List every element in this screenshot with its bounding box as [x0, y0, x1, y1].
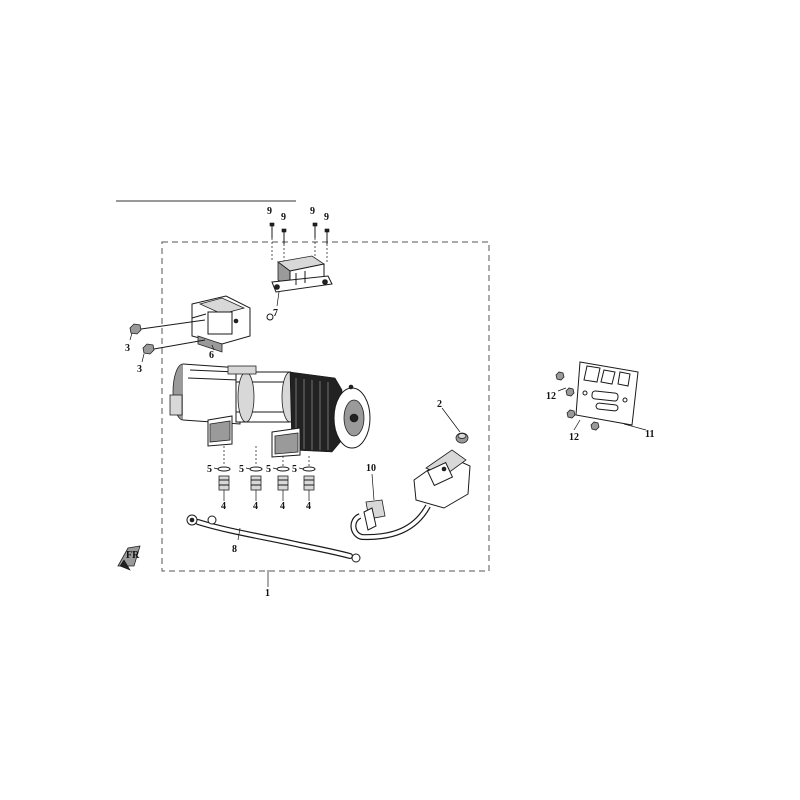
washer-5d	[302, 466, 316, 472]
assembly-boundary	[161, 241, 490, 572]
bolt-set-9	[269, 222, 330, 262]
callout-2: 2	[437, 399, 442, 410]
washer-5c	[276, 466, 290, 472]
bolt-9b	[281, 228, 287, 244]
bracket-6	[191, 295, 274, 353]
bolt-3b	[142, 339, 206, 355]
mount-plate-11	[575, 361, 639, 426]
callout-10: 10	[366, 463, 376, 474]
control-box-7	[271, 255, 333, 293]
callout-7: 7	[273, 308, 278, 319]
callout-1: 1	[265, 588, 270, 599]
bolt-3a	[129, 319, 206, 335]
callout-3b: 3	[137, 364, 142, 375]
callout-3a: 3	[125, 343, 130, 354]
nut-4c	[277, 475, 289, 491]
callout-5d: 5	[292, 464, 297, 475]
callout-5b: 5	[239, 464, 244, 475]
callout-4c: 4	[280, 501, 285, 512]
cable-8	[186, 514, 361, 563]
callout-12a: 12	[546, 391, 556, 402]
callout-4b: 4	[253, 501, 258, 512]
bolt-9d	[324, 228, 330, 244]
callout-5c: 5	[266, 464, 271, 475]
nut-4a	[218, 475, 230, 491]
switch-10	[350, 499, 431, 541]
nut-12b	[566, 409, 600, 431]
callout-12b: 12	[569, 432, 579, 443]
callout-5a: 5	[207, 464, 212, 475]
nut-12a	[555, 371, 575, 397]
callout-11: 11	[645, 429, 654, 440]
callout-9b: 9	[281, 212, 286, 223]
callout-8: 8	[232, 544, 237, 555]
callout-4a: 4	[221, 501, 226, 512]
callout-6: 6	[209, 350, 214, 361]
front-marker-label: FR	[126, 550, 140, 561]
winch-body	[169, 363, 371, 458]
remote-handle	[413, 449, 471, 509]
callout-4d: 4	[306, 501, 311, 512]
front-direction-marker: FR	[117, 545, 141, 571]
callout-9c: 9	[310, 206, 315, 217]
washer-5a	[217, 466, 231, 472]
callout-9a: 9	[267, 206, 272, 217]
nut-4d	[303, 475, 315, 491]
callout-9d: 9	[324, 212, 329, 223]
button-cap-2	[455, 432, 469, 444]
bolt-9a	[269, 222, 275, 238]
bolt-9c	[312, 222, 318, 238]
washer-5b	[249, 466, 263, 472]
nut-4b	[250, 475, 262, 491]
